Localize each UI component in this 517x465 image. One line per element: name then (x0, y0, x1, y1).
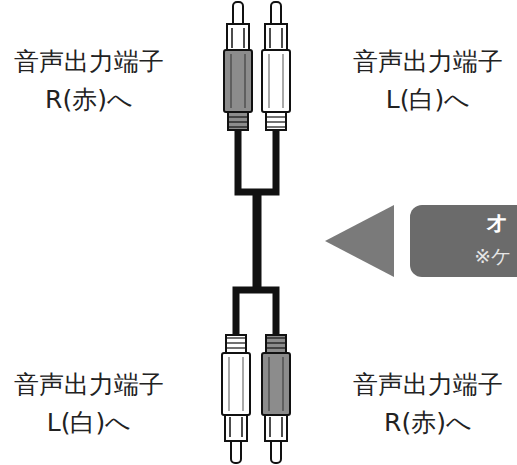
terminal-label: 音声出力端子 L(白)へ (4, 366, 174, 442)
note-text: オ (486, 209, 509, 238)
terminal-label: 音声出力端子 R(赤)へ (343, 366, 513, 442)
note-box: オ ※ケ (410, 205, 517, 277)
terminal-label: 音声出力端子 R(赤)へ (4, 43, 174, 119)
pointer-triangle (325, 205, 394, 277)
note-text: ※ケ (474, 243, 511, 269)
terminal-label: 音声出力端子 L(白)へ (343, 43, 513, 119)
